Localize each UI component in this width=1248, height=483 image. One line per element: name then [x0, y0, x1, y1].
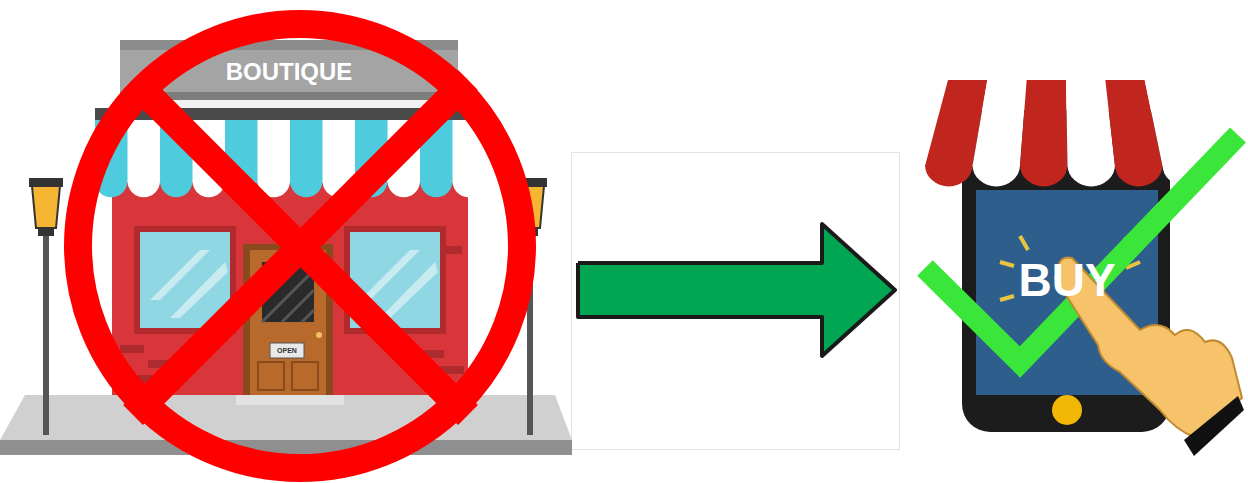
sign-text: BOUTIQUE [120, 60, 458, 84]
awning [1115, 165, 1163, 186]
phone-body [1052, 395, 1082, 425]
awning [1020, 165, 1068, 186]
prohibition-sign [78, 24, 522, 468]
awning [973, 80, 1027, 166]
prohibition-sign [133, 80, 468, 415]
check-mark [925, 135, 1238, 362]
awning [290, 120, 323, 182]
prohibition-sign [133, 80, 468, 415]
awning [128, 120, 161, 182]
screen-rays [1000, 262, 1014, 266]
shop-door [270, 343, 304, 358]
street-lamp [43, 230, 49, 435]
shop-door [292, 362, 318, 390]
street-lamp [38, 228, 54, 236]
phone-shop-illustration [925, 80, 1244, 456]
awning [160, 181, 193, 197]
awning [323, 120, 356, 182]
pavement [0, 395, 572, 440]
pavement [0, 440, 572, 455]
phone-shop: BUY [905, 75, 1215, 435]
screen-text: BUY [976, 257, 1158, 303]
awning [128, 181, 161, 197]
awning [258, 120, 291, 182]
awning [925, 80, 1210, 186]
shop-door [258, 362, 284, 390]
door-sign-text: OPEN [270, 347, 304, 354]
awning [420, 181, 453, 197]
awning [925, 165, 973, 186]
awning [1145, 80, 1210, 166]
awning [388, 181, 421, 197]
pointing-hand [1184, 396, 1244, 456]
shop-door [316, 332, 322, 338]
boutique-storefront: BOUTIQUE [0, 38, 572, 483]
screen-rays [1020, 236, 1028, 250]
prohibition-sign [78, 24, 522, 468]
shop-window [380, 262, 438, 318]
check-mark [925, 135, 1238, 362]
awning [1068, 165, 1116, 186]
arrow-frame [572, 153, 900, 450]
boutique-illustration [0, 24, 572, 468]
awning [973, 165, 1021, 186]
block-arrow [578, 224, 895, 356]
awning [1020, 80, 1068, 166]
shop-wall [120, 345, 144, 353]
screen-rays [1000, 296, 1014, 300]
street-lamp [32, 186, 60, 228]
pavement [0, 395, 572, 455]
street-lamp [29, 178, 63, 187]
awning [453, 181, 486, 197]
shop-door [236, 395, 344, 405]
awning [290, 181, 323, 197]
